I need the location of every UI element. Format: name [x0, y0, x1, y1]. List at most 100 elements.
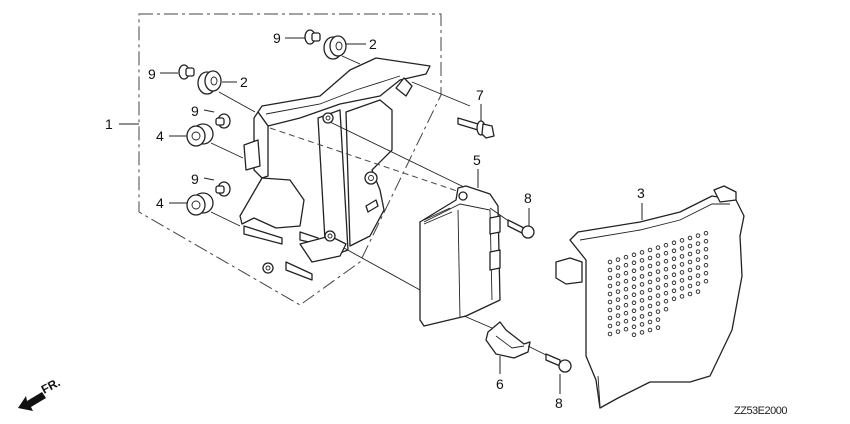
callout-label: 2	[240, 74, 248, 90]
grommet-icon	[186, 123, 214, 147]
vent-hole	[607, 331, 613, 337]
callout-label: 5	[473, 152, 481, 168]
vent-hole	[695, 265, 701, 270]
main-bracket	[239, 57, 431, 281]
vent-hole	[703, 238, 709, 244]
vent-hole	[623, 270, 629, 276]
callout-9-top: 9	[273, 30, 305, 46]
vent-hole	[631, 308, 637, 314]
vent-hole	[647, 311, 653, 317]
vent-hole	[607, 323, 613, 329]
vent-hole	[687, 243, 693, 249]
callout-label: 9	[148, 66, 156, 82]
vent-hole	[647, 327, 653, 333]
callout-label: 6	[496, 376, 504, 392]
vent-hole	[607, 267, 613, 273]
grommet-icon	[323, 35, 347, 60]
callout-4-upper: 4	[156, 128, 187, 144]
vent-hole	[639, 298, 645, 303]
vent-hole	[663, 306, 669, 312]
vent-hole	[615, 289, 621, 294]
vent-hole	[639, 322, 645, 327]
vent-hole	[607, 259, 613, 265]
vent-hole	[631, 332, 637, 338]
callout-8-upper: 8	[524, 190, 532, 228]
vent-hole	[639, 306, 645, 311]
vent-hole	[663, 250, 669, 256]
vent-hole	[679, 286, 685, 291]
vent-hole	[631, 292, 637, 298]
vent-hole	[671, 272, 677, 278]
vent-hole	[607, 291, 613, 297]
vent-hole	[615, 297, 621, 302]
vent-hole	[647, 319, 653, 325]
vent-hole	[639, 314, 645, 319]
vent-hole	[623, 326, 629, 332]
vent-hole	[655, 245, 661, 250]
vent-hole	[703, 270, 709, 276]
vent-hole	[655, 269, 661, 274]
vent-hole	[663, 274, 669, 280]
callout-1: 1	[105, 116, 139, 132]
vent-hole	[703, 246, 709, 252]
callout-6: 6	[496, 356, 504, 392]
vent-hole	[647, 263, 653, 269]
vent-hole	[671, 264, 677, 270]
vent-hole	[687, 251, 693, 257]
vent-hole	[607, 307, 613, 313]
vent-hole	[687, 275, 693, 281]
vent-hole	[679, 278, 685, 283]
vent-hole	[607, 299, 613, 305]
callout-label: 2	[369, 36, 377, 52]
vent-hole	[671, 280, 677, 286]
callout-label: 9	[191, 103, 199, 119]
vent-hole	[679, 294, 685, 299]
vent-hole	[631, 252, 637, 258]
vent-hole	[639, 290, 645, 295]
vent-hole	[671, 240, 677, 246]
callout-label: 9	[191, 171, 199, 187]
collar-icon	[304, 29, 321, 45]
vent-hole	[703, 254, 709, 260]
vent-hole	[631, 316, 637, 322]
vent-hole	[615, 265, 621, 270]
vent-hole	[607, 315, 613, 321]
vent-hole	[695, 257, 701, 262]
vent-hole	[687, 235, 693, 241]
vent-hole	[671, 256, 677, 262]
vent-hole	[631, 268, 637, 274]
vent-hole	[615, 273, 621, 278]
callout-9-third: 9	[191, 103, 215, 119]
callout-label: 9	[273, 30, 281, 46]
bolt-icon	[457, 117, 495, 139]
callout-label: 8	[555, 395, 563, 411]
vent-hole	[671, 248, 677, 254]
vent-hole	[639, 258, 645, 263]
vent-hole	[615, 321, 621, 326]
vent-hole	[631, 276, 637, 282]
vent-hole	[607, 283, 613, 289]
vent-hole	[623, 318, 629, 324]
vent-hole	[639, 266, 645, 271]
vent-hole	[631, 284, 637, 290]
vent-hole	[671, 296, 677, 302]
grommet-icon	[186, 192, 214, 216]
vent-hole	[623, 254, 629, 260]
vent-hole	[679, 262, 685, 267]
callout-label: 1	[105, 116, 113, 132]
assembly-boundary	[138, 13, 442, 306]
vent-hole	[679, 254, 685, 259]
vent-hole	[703, 262, 709, 268]
vent-hole	[623, 302, 629, 308]
vent-hole	[695, 233, 701, 238]
vent-hole	[663, 266, 669, 272]
vent-hole	[679, 270, 685, 275]
vent-hole	[615, 257, 621, 262]
vent-hole	[623, 310, 629, 316]
callout-label: 8	[524, 190, 532, 206]
vent-hole	[695, 241, 701, 246]
vent-hole	[695, 289, 701, 294]
vent-hole	[671, 288, 677, 294]
vent-hole	[687, 283, 693, 289]
vent-hole	[639, 330, 645, 335]
